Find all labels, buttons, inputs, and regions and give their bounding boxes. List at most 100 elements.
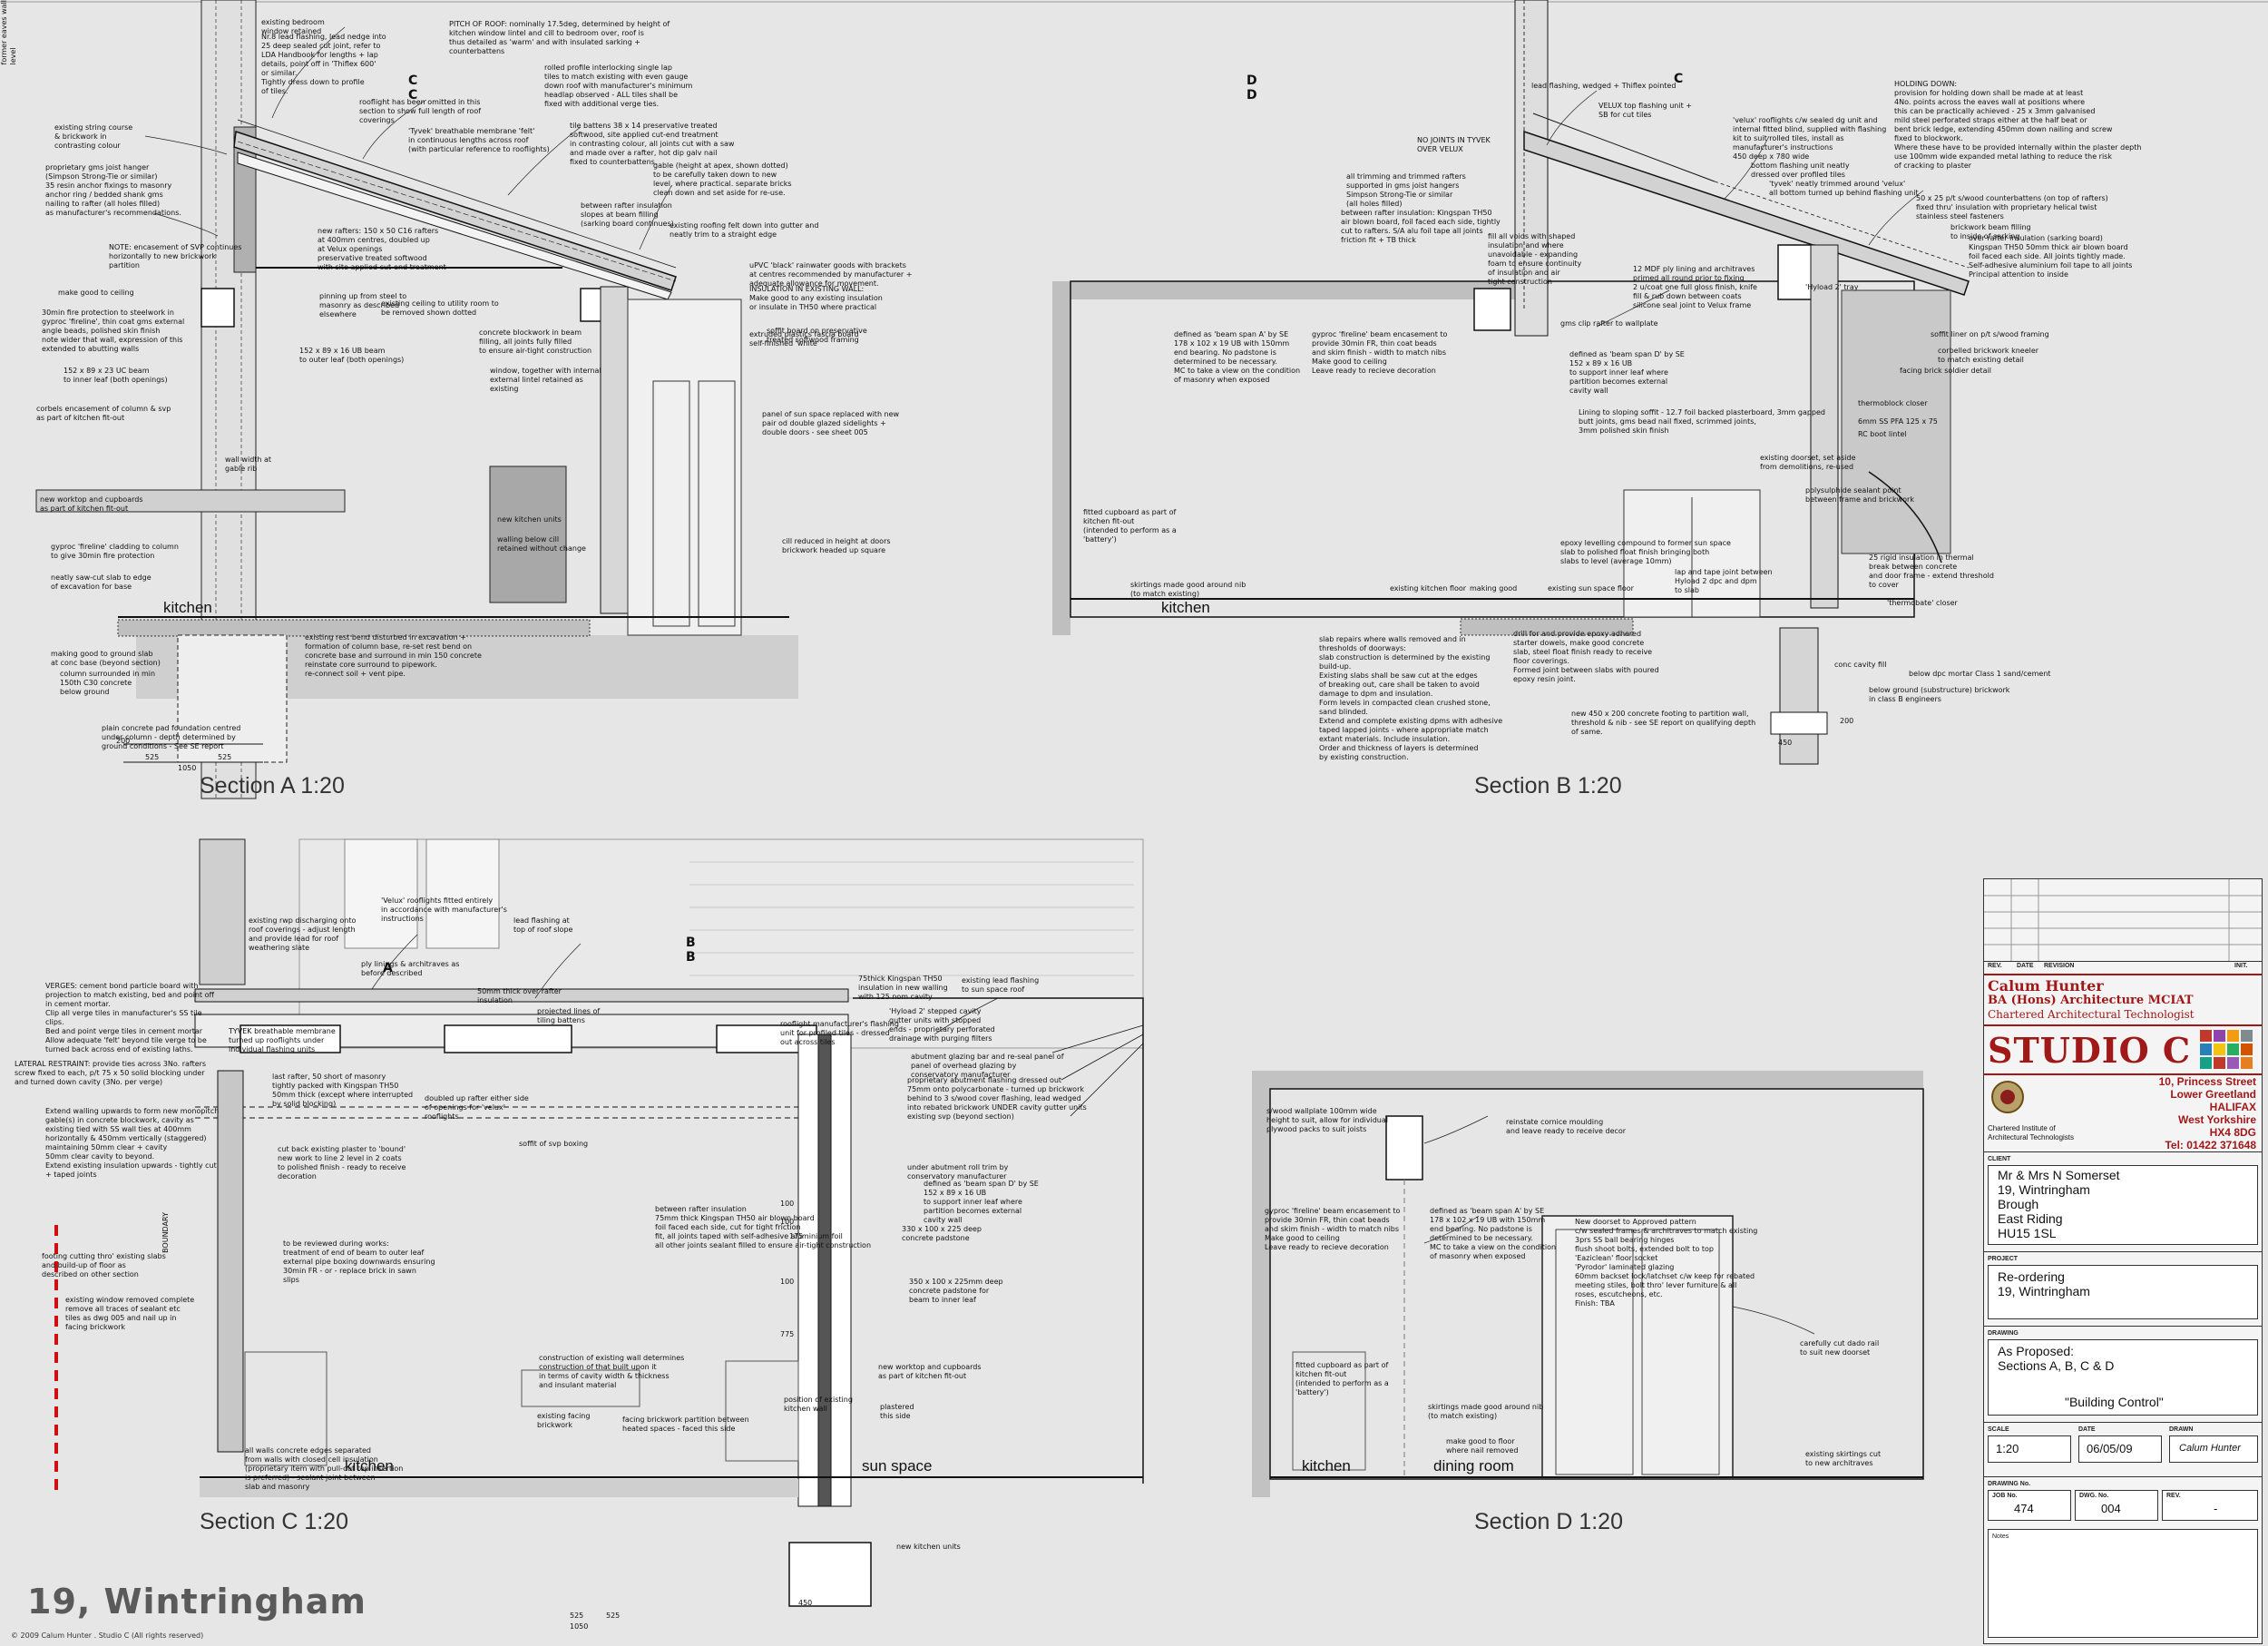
annotation-note: 50 x 25 p/t s/wood counterbattens (on to… [1916,194,2108,220]
annotation-note: panel of sun space replaced with new pai… [762,410,900,436]
dimension-label: 100 [780,1278,795,1286]
job-value: 474 [2014,1502,2034,1515]
annotation-note: between rafter insulation slopes at beam… [581,201,674,228]
annotation-note: brickwork beam filling to inside of sark… [1950,223,2031,240]
section-marker: C [1674,72,1684,86]
drawn-value: Calum Hunter [2179,1443,2241,1454]
date-label: DATE [2078,1426,2096,1433]
annotation-note: 'Tyvek' breathable membrane 'felt' in co… [408,127,550,153]
annotation-note: LATERAL RESTRAINT: provide ties across 3… [15,1060,207,1086]
annotation-note: make good to floor where nail removed [1446,1437,1519,1455]
annotation-note: abutment glazing bar and re-seal panel o… [911,1053,1064,1079]
rev-label: REV. [2166,1493,2181,1499]
annotation-note: column surrounded in min 150th C30 concr… [60,670,156,696]
annotation-note: footing cutting thro' existing slabs and… [42,1252,166,1279]
annotation-note: 'Hyload 2' stepped cavity gutter units w… [889,1007,995,1043]
dimension-label: 525 [145,753,160,761]
annotation-note: proprietary abutment flashing dressed ou… [907,1076,1087,1112]
section-marker: C [408,88,418,103]
revision-table: REV. DATE REVISION INIT. [1984,879,2262,969]
section-marker: D [1246,88,1257,103]
dimension-label: 1050 [178,764,197,772]
client-label: CLIENT [1988,1156,2011,1162]
annotation-note: below ground (substructure) brickwork in… [1869,686,2010,703]
client-section: CLIENT Mr & Mrs N Somerset 19, Wintringh… [1984,1151,2262,1247]
annotation-note: new worktop and cupboards as part of kit… [40,495,143,513]
dimension-label: 525 [606,1612,621,1620]
annotation-note: cill reduced in height at doors brickwor… [782,537,891,554]
annotation-note: NOTE: encasement of SVP continues horizo… [109,243,242,269]
annotation-note: drill for and provide epoxy adhered star… [1513,630,1659,683]
section-marker: D [1246,73,1257,88]
annotation-note: wall width at gable rib [225,456,272,473]
annotation-note: Nr.8 lead flashing, lead nedge into 25 d… [261,33,386,95]
annotation-note: defined as 'beam span A' by SE 178 x 102… [1174,330,1301,384]
annotation-note: defined as 'beam span A' by SE 178 x 102… [1430,1207,1557,1260]
annotation-note: existing facing brickwork [537,1412,591,1429]
annotation-note: existing ceiling to utility room to be r… [381,299,499,317]
annotation-note: existing rwp discharging onto roof cover… [249,916,357,952]
annotation-note: defined as 'beam span D' by SE 152 x 89 … [1569,350,1685,395]
annotation-note: new rafters: 150 x 50 C16 rafters at 400… [318,227,446,271]
room-label-kitchen-c: kitchen [345,1457,394,1475]
revision-header: REVISION [2044,963,2075,969]
annotation-note: fitted cupboard as part of kitchen fit-o… [1083,508,1177,544]
scale-value: 1:20 [1996,1442,2019,1455]
dimension-label: 450 [1778,739,1793,747]
annotation-note: 'thermobate' closer [1887,599,1958,607]
annotation-note: 12 MDF ply lining and architraves primed… [1633,265,1757,309]
dimension-label: 200 [1840,717,1854,725]
annotation-note: making good to ground slab at conc base … [51,650,161,667]
annotation-note: making good [1470,584,1518,593]
ciat-label: Chartered Institute of Architectural Tec… [1988,1124,2075,1141]
annotation-note: carefully cut dado rail to suit new door… [1800,1339,1880,1357]
annotation-note: cut back existing plaster to 'bound' new… [278,1145,406,1181]
annotation-note: 'Velux' rooflights fitted entirely in ac… [381,896,507,923]
firm-role: Chartered Architectural Technologist [1988,1008,2195,1021]
job-box: JOB No. 474 [1988,1490,2071,1521]
annotation-note: pinning up from steel to masonry as desc… [319,292,407,318]
annotation-note: ply linings & architraves as before desc… [361,960,460,977]
annotation-note: 152 x 89 x 23 UC beam to inner leaf (bot… [64,367,168,384]
annotation-note: slab repairs where walls removed and in … [1319,635,1503,761]
init-header: INIT. [2234,963,2248,969]
annotation-note: tile battens 38 x 14 preservative treate… [570,122,735,166]
dimension-label: 1050 [570,1622,589,1631]
annotation-note: rooflight manufacturer's flashing unit f… [780,1020,899,1046]
project-label: PROJECT [1988,1256,2019,1262]
annotation-note: fitted cupboard as part of kitchen fit-o… [1295,1361,1389,1396]
client-box: Mr & Mrs N Somerset 19, Wintringham Brou… [1988,1165,2258,1245]
annotation-note: thermoblock closer [1858,399,1928,407]
annotation-note: extruded plastics fascia board self-fini… [749,330,859,348]
room-label-sun-space: sun space [862,1457,933,1475]
dwg-value: 004 [2101,1502,2121,1515]
annotation-note: 6mm SS PFA 125 x 75 [1858,417,1938,426]
annotation-note: facing brickwork partition between heate… [622,1416,749,1433]
section-d-title: Section D 1:20 [1474,1509,1623,1534]
annotation-note: under abutment roll trim by conservatory… [907,1163,1009,1181]
annotation-note: New doorset to Approved pattern c/w seal… [1575,1218,1758,1308]
annotation-note: corbels encasement of column & svp as pa… [36,405,171,422]
dwg-box: DWG. No. 004 [2075,1490,2158,1521]
dimension-label: 525 [218,753,232,761]
date-value: 06/05/09 [2087,1442,2133,1455]
dwg-label: DWG. No. [2079,1493,2109,1499]
scale-date-drawn: SCALE 1:20 DATE 06/05/09 DRAWN Calum Hun… [1984,1422,2262,1474]
annotation-note: new kitchen units [497,515,562,524]
client-details: Mr & Mrs N Somerset 19, Wintringham Brou… [1998,1168,2120,1240]
annotation-note: HOLDING DOWN: provision for holding down… [1894,80,2142,170]
scale-box: 1:20 [1988,1435,2071,1463]
annotation-note: proprietary gms joist hanger (Simpson St… [45,163,181,217]
annotation-note: Extend walling upwards to form new monop… [45,1107,220,1179]
section-marker: B [686,950,696,965]
annotation-note: existing string course & brickwork in co… [54,123,133,150]
section-marker: B [686,936,696,950]
annotation-note: new 450 x 200 concrete footing to partit… [1571,710,1756,736]
firm-banner: Calum Hunter BA (Hons) Architecture MCIA… [1984,974,2262,1026]
annotation-note: VELUX top flashing unit + SB for cut til… [1598,102,1692,119]
drawing-note: "Building Control" [2065,1395,2164,1409]
room-label-dining-room: dining room [1433,1457,1514,1475]
rev-box: REV. - [2162,1490,2258,1521]
room-label-kitchen-b: kitchen [1161,599,1210,616]
